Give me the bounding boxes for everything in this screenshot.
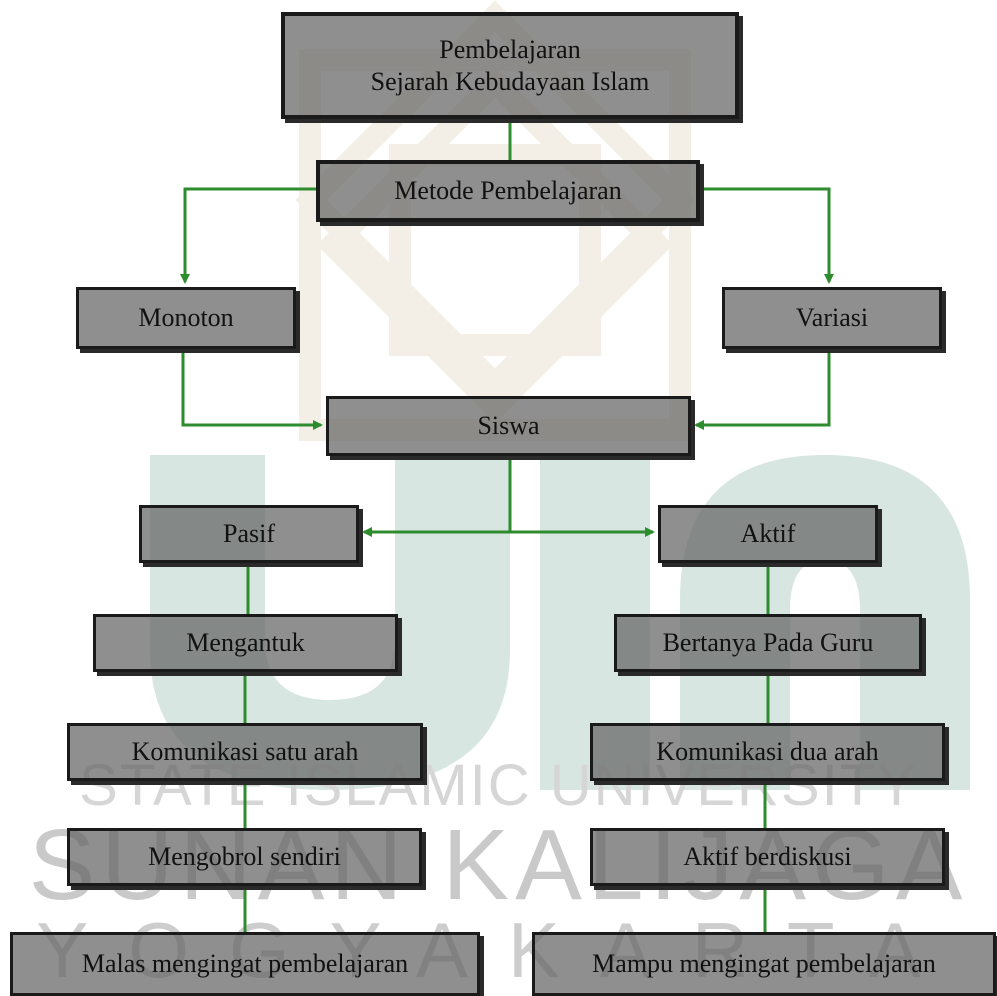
node-bertanya-pada-guru: Bertanya Pada Guru xyxy=(614,614,922,672)
edge-metode-variasi xyxy=(700,187,834,284)
node-siswa: Siswa xyxy=(326,396,691,456)
node-pasif: Pasif xyxy=(139,505,359,563)
node-mengobrol-sendiri: Mengobrol sendiri xyxy=(67,828,422,886)
node-komunikasi-satu-arah: Komunikasi satu arah xyxy=(67,723,423,781)
edge-variasi-siswa xyxy=(694,349,831,430)
node-variasi: Variasi xyxy=(722,287,942,349)
node-monoton: Monoton xyxy=(76,287,296,349)
logo-square-inner xyxy=(389,144,601,356)
node-mampu-mengingat: Mampu mengingat pembelajaran xyxy=(532,932,996,996)
node-komunikasi-dua-arah: Komunikasi dua arah xyxy=(590,723,945,781)
edge-monoton-siswa xyxy=(181,349,323,430)
node-malas-mengingat: Malas mengingat pembelajaran xyxy=(10,932,480,996)
node-aktif: Aktif xyxy=(658,505,878,563)
edge-metode-monoton xyxy=(180,187,316,284)
node-metode-pembelajaran: Metode Pembelajaran xyxy=(316,160,700,222)
node-mengantuk: Mengantuk xyxy=(93,614,398,672)
node-aktif-berdiskusi: Aktif berdiskusi xyxy=(590,828,945,886)
node-pembelajaran-ski: Pembelajaran Sejarah Kebudayaan Islam xyxy=(281,12,739,119)
